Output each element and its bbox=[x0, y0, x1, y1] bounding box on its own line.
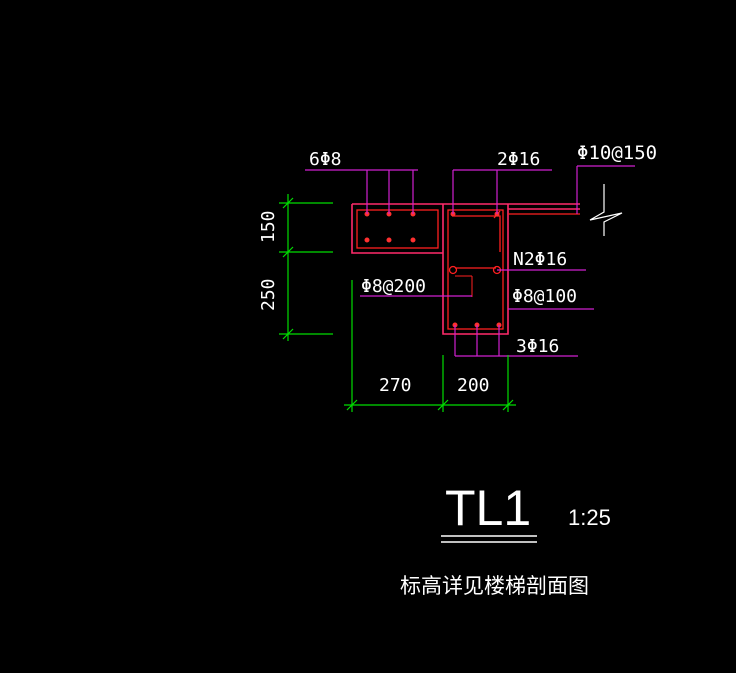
rebar-bars bbox=[364, 211, 502, 328]
drawing-title: TL1 bbox=[445, 480, 531, 536]
drawing-note: 标高详见楼梯剖面图 bbox=[400, 574, 589, 598]
label-waist-bars: N2Φ16 bbox=[513, 249, 567, 270]
dim-width-left: 270 bbox=[379, 375, 412, 396]
drawing-scale: 1:25 bbox=[568, 505, 611, 530]
dim-width-right: 200 bbox=[457, 375, 490, 396]
leader-lines bbox=[305, 165, 635, 357]
label-top-bars-right: 2Φ16 bbox=[497, 149, 540, 170]
break-line bbox=[589, 184, 623, 236]
dimension-lines bbox=[279, 194, 516, 412]
label-bottom-bars: 3Φ16 bbox=[516, 336, 559, 357]
section-outline bbox=[351, 203, 580, 335]
dim-height-top: 150 bbox=[258, 210, 279, 243]
label-right-stirrup: Φ8@100 bbox=[512, 286, 577, 307]
dim-height-bottom: 250 bbox=[258, 278, 279, 311]
label-top-bars-left: 6Φ8 bbox=[309, 149, 342, 170]
label-left-stirrup: Φ8@200 bbox=[361, 276, 426, 297]
rebar-cage bbox=[356, 209, 580, 330]
label-slab-rebar: Φ10@150 bbox=[577, 142, 657, 164]
